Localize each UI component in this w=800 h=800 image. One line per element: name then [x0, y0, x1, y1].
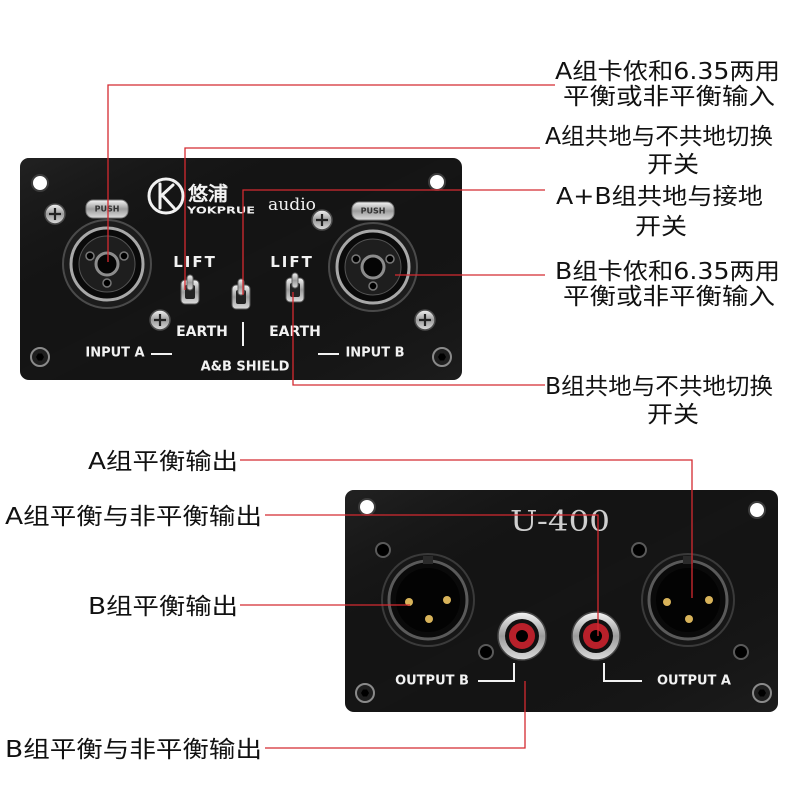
mount-hole — [358, 498, 376, 516]
callout-switch-b-line2: 开关 — [647, 402, 699, 428]
leader-output-a-balanced — [240, 459, 693, 598]
leader-switch-b — [292, 292, 545, 386]
xlr-key-notch — [423, 556, 433, 564]
xlr-socket-hole — [385, 254, 395, 264]
rca-center-hole — [590, 630, 602, 642]
mount-hole — [428, 173, 446, 191]
callout-output-a-balanced: A组平衡输出 — [88, 449, 238, 475]
phillips-screw-icon — [311, 209, 333, 231]
xlr-pin — [663, 598, 671, 606]
callout-output-a-mixed: A组平衡与非平衡输出 — [5, 504, 262, 530]
input-b-label: INPUT B — [345, 346, 404, 361]
callout-switch-b-line1: B组共地与不共地切换 — [545, 374, 773, 400]
callout-texts: A组卡侬和6.35两用 平衡或非平衡输入 A组共地与不共地切换 开关 A+B组共… — [5, 59, 780, 763]
xlr-pin — [443, 596, 451, 604]
jack-quarter-inch-hole — [94, 251, 120, 277]
callout-switch-ab-line2: 开关 — [635, 214, 687, 240]
callout-input-b-line1: B组卡侬和6.35两用 — [555, 259, 780, 285]
mount-hole — [748, 501, 766, 519]
mount-hole — [31, 174, 49, 192]
xlr-face — [656, 568, 720, 632]
switch-a-top-label: LIFT — [173, 253, 217, 271]
leader-output-a-mixed — [265, 514, 599, 636]
xlr-output-b[interactable] — [381, 553, 475, 647]
input-a-label: INPUT A — [85, 346, 144, 361]
callout-lines — [107, 84, 693, 749]
jack-latch[interactable] — [351, 201, 395, 221]
shield-label: A&B SHIELD — [201, 360, 290, 375]
output-b-label: OUTPUT B — [395, 674, 469, 689]
jack-latch-label: PUSH — [361, 207, 386, 216]
input-panel-sheen — [20, 158, 462, 380]
countersunk-hole — [631, 542, 647, 558]
leader-output-b-mixed — [265, 681, 526, 749]
callout-input-a-line1: A组卡侬和6.35两用 — [555, 59, 780, 85]
callout-switch-a-line1: A组共地与不共地切换 — [545, 124, 773, 150]
input-panel: PUSH PUSH 悠浦 YOKPRUE audio — [20, 158, 462, 380]
rca-output-a[interactable] — [571, 611, 621, 661]
leader-input-a — [107, 84, 555, 262]
countersunk-hole — [733, 644, 749, 660]
brand-suffix: audio — [268, 195, 316, 215]
brand-name-english: YOKPRUE — [186, 206, 255, 217]
combo-jack-b[interactable]: PUSH — [328, 201, 418, 312]
callout-input-a-line2: 平衡或非平衡输入 — [563, 84, 775, 110]
model-label: U-400 — [510, 505, 610, 538]
phillips-screw-icon — [149, 309, 171, 331]
jack-quarter-inch-hole — [360, 254, 386, 280]
brand-name-chinese: 悠浦 — [187, 182, 228, 205]
xlr-key-notch — [683, 556, 693, 564]
countersunk-hole — [375, 542, 391, 558]
phillips-screw-icon — [414, 309, 436, 331]
callout-switch-a-line2: 开关 — [647, 152, 699, 178]
switch-lever[interactable] — [186, 274, 194, 291]
callout-input-b-line2: 平衡或非平衡输入 — [563, 284, 775, 310]
leader-switch-a — [184, 147, 540, 290]
callout-switch-ab-line1: A+B组共地与接地 — [556, 184, 763, 210]
xlr-output-a[interactable] — [641, 553, 735, 647]
switch-lever[interactable] — [291, 272, 299, 289]
leader-switch-ab — [242, 189, 545, 295]
hex-screw-icon — [752, 683, 772, 703]
jack-latch[interactable] — [85, 199, 129, 219]
xlr-socket-hole — [85, 251, 95, 261]
switch-b-top-label: LIFT — [270, 253, 314, 271]
output-a-label: OUTPUT A — [657, 674, 731, 689]
jack-latch-label: PUSH — [95, 205, 120, 214]
hex-screw-icon — [30, 347, 50, 367]
switch-b-bottom-label: EARTH — [269, 324, 321, 340]
xlr-pin — [425, 615, 433, 623]
rca-center-hole — [516, 630, 528, 642]
phillips-screw-icon — [44, 203, 66, 225]
hex-screw-icon — [432, 347, 452, 367]
xlr-socket-hole — [102, 278, 112, 288]
output-b-label-line — [478, 663, 515, 682]
callout-output-b-balanced: B组平衡输出 — [88, 594, 238, 620]
xlr-pin — [705, 596, 713, 604]
output-panel-sheen — [345, 490, 778, 712]
rca-output-b[interactable] — [497, 611, 547, 661]
switch-a-bottom-label: EARTH — [176, 324, 228, 340]
xlr-socket-hole — [119, 251, 129, 261]
output-panel: U-400 — [345, 490, 778, 712]
output-a-label-line — [603, 663, 642, 682]
xlr-pin — [685, 615, 693, 623]
callout-output-b-mixed: B组平衡与非平衡输出 — [5, 737, 262, 763]
xlr-pin — [405, 598, 413, 606]
brand-logo: 悠浦 YOKPRUE audio — [147, 177, 316, 217]
combo-jack-a[interactable]: PUSH — [62, 199, 152, 309]
xlr-face — [396, 568, 460, 632]
xlr-socket-hole — [351, 254, 361, 264]
hex-screw-icon — [355, 683, 375, 703]
xlr-socket-hole — [368, 281, 378, 291]
countersunk-hole — [478, 644, 494, 660]
brand-logo-icon — [147, 177, 185, 215]
